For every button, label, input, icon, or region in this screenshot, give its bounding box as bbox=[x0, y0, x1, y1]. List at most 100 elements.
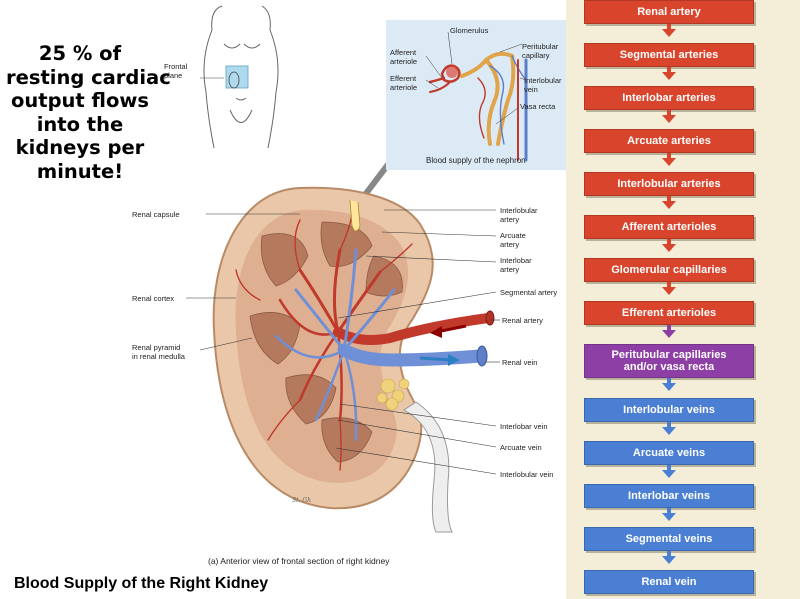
down-arrow-icon bbox=[662, 513, 676, 521]
flow-step: Arcuate arteries bbox=[584, 129, 754, 153]
frontal-plane-marker bbox=[225, 65, 249, 89]
down-arrow-icon bbox=[662, 72, 676, 80]
flow-step: Interlobar veins bbox=[584, 484, 754, 508]
flow-step-label: Segmental arteries bbox=[619, 49, 719, 61]
down-arrow-icon bbox=[662, 556, 676, 564]
flow-step: Glomerular capillaries bbox=[584, 258, 754, 282]
renal-vein-label: Renal vein bbox=[502, 358, 538, 367]
arcuate-artery-label: Arcuate artery bbox=[500, 231, 526, 249]
flow-step: Interlobular arteries bbox=[584, 172, 754, 196]
flow-step: Efferent arterioles bbox=[584, 301, 754, 325]
flow-step-label: Renal artery bbox=[637, 6, 701, 18]
nephron-diagram bbox=[425, 31, 528, 162]
segmental-artery-label: Segmental artery bbox=[500, 288, 558, 297]
flow-step-label: Arcuate veins bbox=[632, 447, 706, 459]
flow-connector bbox=[667, 378, 671, 384]
down-arrow-icon bbox=[662, 470, 676, 478]
flow-connector bbox=[667, 551, 671, 557]
down-arrow-icon bbox=[662, 29, 676, 37]
renal-pyramid-label: Renal pyramid in renal medulla bbox=[132, 343, 185, 361]
callout-line: into the bbox=[36, 112, 124, 136]
flow-step-label: Interlobular arteries bbox=[617, 178, 721, 190]
efferent-arteriole-label: Efferent arteriole bbox=[390, 74, 418, 92]
renal-vein-opening bbox=[476, 345, 488, 367]
interlobular-vein-inset-label: Interlobular vein bbox=[524, 76, 562, 94]
flow-step-label: Afferent arterioles bbox=[621, 221, 717, 233]
flow-step: Segmental veins bbox=[584, 527, 754, 551]
nephron-icon bbox=[349, 199, 361, 232]
interlobular-artery-label: Interlobular artery bbox=[500, 206, 538, 224]
down-arrow-icon bbox=[662, 330, 676, 338]
flow-step-label-line: Peritubular capillaries bbox=[611, 349, 727, 361]
figure-caption: Blood Supply of the Right Kidney bbox=[14, 575, 269, 592]
flow-step-label: Glomerular capillaries bbox=[611, 264, 727, 276]
flow-connector bbox=[667, 422, 671, 428]
flow-direction-arrows bbox=[419, 324, 467, 366]
down-arrow-icon bbox=[662, 383, 676, 391]
nephron-inset-title: Blood supply of the nephron bbox=[426, 156, 526, 165]
renal-pyramids bbox=[249, 221, 403, 463]
renal-artery-label: Renal artery bbox=[502, 316, 543, 325]
flow-connector bbox=[667, 110, 671, 116]
vasa-recta-label: Vasa recta bbox=[520, 102, 556, 111]
callout-line: 25 % of bbox=[38, 42, 122, 65]
flow-step-label-line: and/or vasa recta bbox=[623, 361, 715, 373]
peritubular-capillary-label: Peritubular capillary bbox=[522, 42, 559, 60]
leader-lines bbox=[186, 209, 500, 475]
flow-connector bbox=[667, 508, 671, 514]
flow-connector bbox=[667, 67, 671, 73]
arcuate-vein-label: Arcuate vein bbox=[500, 443, 542, 452]
flow-connector bbox=[667, 465, 671, 471]
ureter bbox=[403, 401, 453, 533]
flow-step: Arcuate veins bbox=[584, 441, 754, 465]
interlobular-vein-label: Interlobular vein bbox=[500, 470, 554, 479]
afferent-arteriole-label: Afferent arteriole bbox=[390, 48, 418, 66]
flow-step-label: Arcuate arteries bbox=[627, 135, 711, 147]
down-arrow-icon bbox=[662, 201, 676, 209]
flow-step-label: Segmental veins bbox=[625, 533, 713, 545]
frontal-plane-label: Frontal plane bbox=[164, 62, 188, 80]
flow-step: Interlobular veins bbox=[584, 398, 754, 422]
interlobar-artery-label: Interlobar artery bbox=[500, 256, 532, 274]
flow-connector bbox=[667, 325, 671, 331]
renal-artery-opening bbox=[485, 310, 495, 326]
callout-line: kidneys per bbox=[15, 136, 145, 159]
artist-signature: St. Gh bbox=[292, 497, 311, 504]
down-arrow-icon bbox=[662, 427, 676, 435]
flow-connector bbox=[667, 239, 671, 245]
nephron-blood-supply-inset: Glomerulus Afferent arteriole Efferent a… bbox=[386, 20, 572, 170]
down-arrow-icon bbox=[662, 158, 676, 166]
glomerulus-label: Glomerulus bbox=[450, 26, 489, 35]
flow-step: Renal vein bbox=[584, 570, 754, 594]
hilum-fat bbox=[376, 378, 410, 411]
flow-step-label: Interlobar arteries bbox=[622, 92, 716, 104]
cardiac-output-callout: 25 % of resting cardiac output flows int… bbox=[6, 42, 171, 183]
renal-capsule-label: Renal capsule bbox=[132, 210, 180, 219]
flow-step-label: Interlobular veins bbox=[623, 404, 715, 416]
down-arrow-icon bbox=[662, 244, 676, 252]
flow-connector bbox=[667, 153, 671, 159]
interlobar-vein-label: Interlobar vein bbox=[500, 422, 548, 431]
figure-subcaption: (a) Anterior view of frontal section of … bbox=[208, 556, 390, 566]
renal-cortex-label: Renal cortex bbox=[132, 294, 175, 303]
callout-line: output flows bbox=[10, 89, 150, 112]
flow-step: Afferent arterioles bbox=[584, 215, 754, 239]
flow-step-label: Efferent arterioles bbox=[621, 307, 717, 319]
flow-connector bbox=[667, 196, 671, 202]
flow-step: Renal artery bbox=[584, 0, 754, 24]
callout-line: minute! bbox=[36, 159, 124, 183]
flow-step: Segmental arteries bbox=[584, 43, 754, 67]
flow-step: Interlobar arteries bbox=[584, 86, 754, 110]
flow-connector bbox=[667, 282, 671, 288]
callout-line: resting cardiac bbox=[6, 65, 171, 89]
down-arrow-icon bbox=[662, 115, 676, 123]
body-outline-icon bbox=[203, 5, 279, 149]
flow-step-label: Interlobar veins bbox=[628, 490, 710, 502]
small-kidney-icon bbox=[228, 71, 240, 89]
down-arrow-icon bbox=[662, 287, 676, 295]
flow-connector bbox=[667, 24, 671, 30]
flow-step-label: Renal vein bbox=[641, 576, 697, 588]
kidney-diagram: St. Gh bbox=[186, 5, 500, 533]
